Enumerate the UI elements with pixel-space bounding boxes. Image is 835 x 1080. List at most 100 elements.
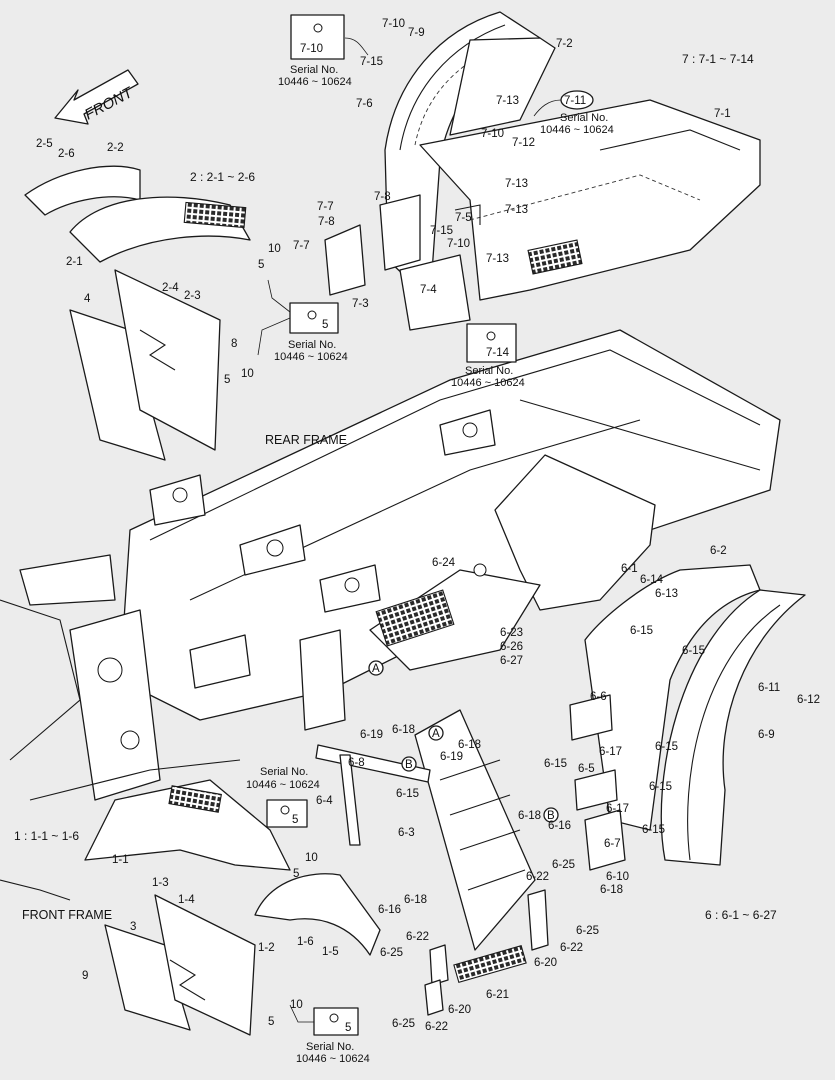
serial-label: Serial No.: [465, 365, 513, 377]
callout-7-9: 7-9: [408, 27, 425, 39]
front-frame-label: FRONT FRAME: [22, 908, 112, 922]
callout-6-14: 6-14: [640, 574, 664, 586]
serial-box-7-14: 7-14 Serial No. 10446 ~ 10624: [451, 323, 525, 389]
callout-7-15: 7-15: [430, 225, 453, 237]
callout-6-3: 6-3: [398, 827, 415, 839]
callout-7-6: 7-6: [356, 98, 373, 110]
callout-6-25: 6-25: [576, 925, 599, 937]
callout-6-16: 6-16: [548, 820, 571, 832]
callout-6-15: 6-15: [630, 625, 653, 637]
serial-range: 10446 ~ 10624: [246, 779, 320, 791]
callout-7-3: 7-3: [352, 298, 369, 310]
callout-6-22: 6-22: [560, 942, 583, 954]
callout-5: 5: [224, 374, 230, 386]
callout-6-21: 6-21: [486, 989, 509, 1001]
marker-a-step: A: [368, 660, 384, 676]
group-label-1: 1 : 1-1 ~ 1-6: [14, 829, 79, 843]
callout-6-16: 6-16: [378, 904, 401, 916]
serial-range: 10446 ~ 10624: [540, 124, 614, 136]
callout-6-15: 6-15: [396, 788, 419, 800]
callout-2-5: 2-5: [36, 138, 53, 150]
callout-6-22: 6-22: [526, 871, 549, 883]
callout-6-23: 6-23: [500, 627, 523, 639]
callout-6-17: 6-17: [599, 746, 622, 758]
callout-5: 5: [268, 1016, 274, 1028]
callout-8: 8: [231, 338, 237, 350]
callout-10: 10: [241, 368, 254, 380]
callout-6-1: 6-1: [621, 563, 638, 575]
callout-2-4: 2-4: [162, 282, 179, 294]
callout-7-13: 7-13: [486, 253, 509, 265]
callout-7-10: 7-10: [447, 238, 470, 250]
callout-6-18: 6-18: [404, 894, 427, 906]
callout-10: 10: [305, 852, 318, 864]
callout-1-4: 1-4: [178, 894, 195, 906]
serial-label: Serial No.: [290, 64, 338, 76]
serial-label: Serial No.: [306, 1041, 354, 1053]
callout-6-2: 6-2: [710, 545, 727, 557]
callout-6-27: 6-27: [500, 655, 523, 667]
callout-6-8: 6-8: [348, 757, 365, 769]
callout-2-6: 2-6: [58, 148, 75, 160]
callout-6-25: 6-25: [552, 859, 575, 871]
callout-7-13: 7-13: [505, 204, 528, 216]
group-label-6: 6 : 6-1 ~ 6-27: [705, 908, 777, 922]
callout-6-19: 6-19: [360, 729, 383, 741]
callout-7-2: 7-2: [556, 38, 573, 50]
callout-6-20: 6-20: [534, 957, 557, 969]
callout-7-7: 7-7: [317, 201, 334, 213]
callout-6-26: 6-26: [500, 641, 523, 653]
serial-box-5-mid: 5 Serial No. 10446 ~ 10624: [246, 766, 320, 828]
callout-4: 4: [84, 293, 91, 305]
callout-10: 10: [268, 243, 281, 255]
callout-1-3: 1-3: [152, 877, 169, 889]
callout-9: 9: [82, 970, 88, 982]
callout-6-15: 6-15: [642, 824, 665, 836]
marker-b-lower: B: [543, 807, 559, 823]
callout-6-20: 6-20: [448, 1004, 471, 1016]
callout-6-4: 6-4: [316, 795, 333, 807]
callout-6-7: 6-7: [604, 838, 621, 850]
callout-7-10: 7-10: [481, 128, 504, 140]
callout-6-9: 6-9: [758, 729, 775, 741]
svg-text:B: B: [405, 759, 413, 771]
callout-7-8: 7-8: [374, 191, 391, 203]
serial-label: Serial No.: [560, 112, 608, 124]
marker-b-upper: B: [401, 756, 417, 772]
group-label-2: 2 : 2-1 ~ 2-6: [190, 170, 255, 184]
callout-1-5: 1-5: [322, 946, 339, 958]
fender-assembly-2: [24, 165, 251, 461]
callout-7-13: 7-13: [505, 178, 528, 190]
front-fender-assembly-1: [0, 779, 381, 1036]
serial-box-part: 5: [345, 1022, 351, 1034]
callout-6-12: 6-12: [797, 694, 820, 706]
callout-5: 5: [293, 868, 299, 880]
callout-6-15: 6-15: [544, 758, 567, 770]
serial-label: Serial No.: [260, 766, 308, 778]
serial-box-7-10: 7-10 Serial No. 10446 ~ 10624: [278, 14, 369, 88]
callout-7-10: 7-10: [382, 18, 405, 30]
callout-2-2: 2-2: [107, 142, 124, 154]
callout-6-11: 6-11: [758, 682, 780, 694]
callout-6-25: 6-25: [392, 1018, 415, 1030]
callout-7-13: 7-13: [496, 95, 519, 107]
callout-7-4: 7-4: [420, 284, 437, 296]
serial-box-5-lower: 5 Serial No. 10446 ~ 10624: [289, 1004, 370, 1065]
callout-7-8: 7-8: [318, 216, 335, 228]
callout-7-12: 7-12: [512, 137, 535, 149]
callout-6-15: 6-15: [682, 645, 705, 657]
callout-6-18: 6-18: [392, 724, 415, 736]
serial-box-part: 5: [292, 814, 298, 826]
serial-range: 10446 ~ 10624: [274, 351, 348, 363]
serial-range: 10446 ~ 10624: [278, 76, 352, 88]
serial-range: 10446 ~ 10624: [451, 377, 525, 389]
serial-box-part: 5: [322, 319, 328, 331]
callout-2-3: 2-3: [184, 290, 201, 302]
callout-6-18: 6-18: [600, 884, 623, 896]
svg-text:A: A: [372, 663, 380, 675]
callout-6-18: 6-18: [518, 810, 541, 822]
callout-6-22: 6-22: [425, 1021, 448, 1033]
callout-6-15: 6-15: [649, 781, 672, 793]
group-label-7: 7 : 7-1 ~ 7-14: [682, 52, 754, 66]
